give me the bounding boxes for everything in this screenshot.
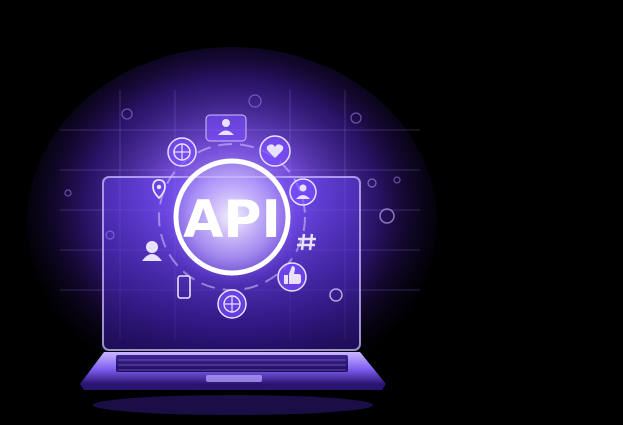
thumbs-up-icon [277, 262, 307, 292]
network-globe-icon [217, 289, 247, 319]
laptop-keyboard [116, 355, 348, 372]
api-badge [173, 158, 291, 276]
user-icon [205, 114, 247, 142]
laptop-reflection [93, 395, 373, 415]
phone-icon [177, 275, 191, 299]
decorative-dots [64, 94, 401, 240]
person-icon-left [142, 241, 162, 261]
laptop-trackpad [206, 375, 262, 382]
api-label: API [183, 190, 281, 250]
hashtag-icon [297, 233, 316, 251]
keyboard-keys [118, 359, 346, 371]
chat-icon [329, 288, 343, 302]
heart-icon [259, 135, 291, 167]
laptop-front-edge [80, 384, 386, 390]
location-pin-icon [152, 179, 166, 200]
globe-icon [167, 137, 197, 167]
person-icon [289, 178, 317, 206]
badge-halo [162, 147, 302, 287]
gear-icon [367, 178, 395, 224]
